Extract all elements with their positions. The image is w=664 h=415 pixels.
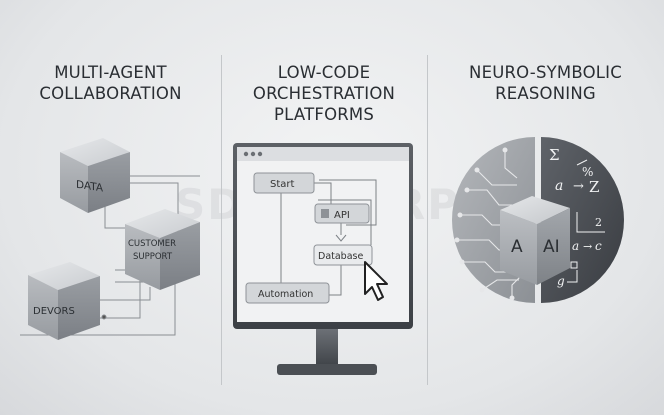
panel-title: NEURO-SYMBOLIC REASONING [427,62,664,104]
window-titlebar [237,147,409,161]
cube-customer-support: CUSTOMER SUPPORT [125,209,200,290]
node-database-label: Database [318,251,363,262]
neuro-symbolic-illustration: Σ % a → Z 2 a → c g A AI [452,137,624,303]
symbol-g: g [557,274,565,288]
multi-agent-diagram: DATA CUSTOMER SUPPORT DEVORS [20,138,200,340]
circuit-nodes [454,147,515,301]
panel-title: MULTI-AGENT COLLABORATION [0,62,221,104]
panel-low-code: LOW-CODE ORCHESTRATION PLATFORMS [221,0,427,415]
node-api-label: API [334,210,350,221]
title-line: LOW-CODE [277,63,371,82]
cube-devors: DEVORS [28,262,100,340]
monitor-illustration: Start API Database Automation [233,143,413,375]
cube-data: DATA [60,138,130,213]
monitor-base [277,364,377,375]
cube-label-support: SUPPORT [133,252,173,262]
api-doc-icon [321,209,329,218]
symbol-sigma: Σ [549,146,560,164]
window-dot-icon[interactable] [250,151,256,157]
cursor-arrow-icon [364,261,388,301]
symbol-percent: % [582,165,593,179]
title-line: NEURO-SYMBOLIC [469,63,622,82]
symbol-arrow2: → [583,240,592,253]
window-dot-icon[interactable] [243,151,249,157]
panel-divider [221,55,222,385]
panel-divider [427,55,428,385]
cube-label-customer: CUSTOMER [128,239,176,249]
title-line: COLLABORATION [39,84,182,103]
cube-label-data: DATA [76,179,104,195]
title-line: REASONING [495,84,596,103]
node-database[interactable]: Database [313,244,373,266]
symbol-a2: a [572,239,579,253]
math-symbols: Σ % a → Z 2 a → c g [549,146,602,288]
cube-label-devors: DEVORS [33,306,75,317]
ai-cube-letters-ai: AI [543,237,560,257]
title-line: MULTI-AGENT [54,63,167,82]
title-line: PLATFORMS [273,105,375,124]
monitor-neck [316,327,338,367]
panel-neuro-symbolic: NEURO-SYMBOLIC REASONING [427,0,664,415]
node-automation-label: Automation [258,289,313,300]
panel-multi-agent: MULTI-AGENT COLLABORATION [0,0,221,415]
panel-title: LOW-CODE ORCHESTRATION PLATFORMS [221,62,427,125]
node-automation[interactable]: Automation [245,282,330,304]
ai-cube-letter-a: A [511,237,523,257]
node-start-label: Start [270,179,295,190]
symbol-a: a [555,178,563,194]
title-line: ORCHESTRATION [252,84,396,103]
symbol-two: 2 [595,216,602,229]
symbol-arrow: → [573,179,584,194]
window-dot-icon[interactable] [257,151,263,157]
circuit-traces [457,150,523,298]
node-start[interactable]: Start [253,172,315,194]
ai-cube: A AI [500,196,570,285]
symbol-c: c [595,239,602,253]
symbol-z: Z [589,178,599,196]
node-api[interactable]: API [314,203,370,224]
